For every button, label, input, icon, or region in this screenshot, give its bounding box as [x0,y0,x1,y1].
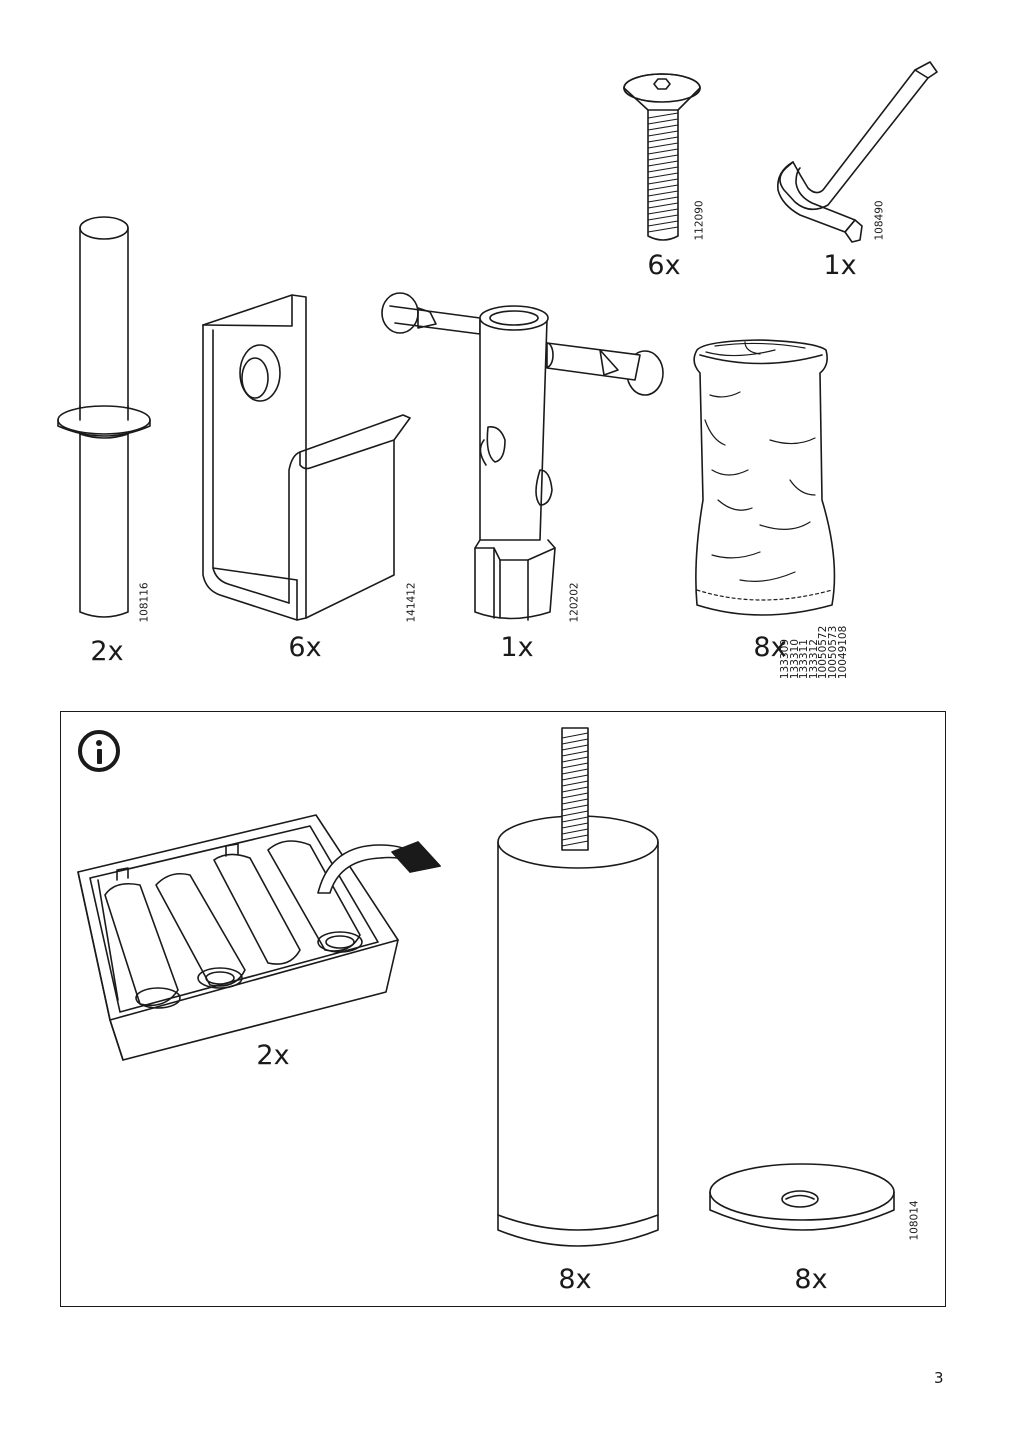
info-icon-bar [96,749,102,764]
leg-box-drawing [77,814,441,1061]
screw-drawing [623,73,701,241]
box-wrench-quantity: 1x [500,632,534,663]
leg-drawing [497,727,659,1247]
screw-quantity: 6x [647,250,681,281]
bracket-quantity: 6x [288,632,322,663]
dowel-drawing [57,216,151,618]
info-panel [60,711,946,1307]
article-number: 10049108 [836,625,849,680]
allen-key-quantity: 1x [823,250,857,281]
box-wrench-article-number: 120202 [568,582,581,623]
screw-article-number: 112090 [693,200,706,241]
allen-key-drawing [776,61,938,243]
bracket-drawing [202,294,411,621]
washer-drawing [709,1163,895,1231]
box-wrench-drawing [381,292,664,621]
fabric-sleeve-drawing [693,339,836,616]
washer-article-number: 108014 [908,1200,921,1241]
bracket-article-number: 141412 [405,582,418,623]
fabric-sleeve-quantity: 8x [753,632,787,663]
info-icon [78,730,120,772]
leg-box-quantity: 2x [256,1040,290,1071]
page-number: 3 [934,1369,944,1387]
leg-quantity: 8x [558,1264,592,1295]
dowel-quantity: 2x [90,636,124,667]
fabric-sleeve-article-numbers: 133309 133310 133311 133312 10050572 100… [779,625,849,680]
info-icon-dot [96,740,102,746]
washer-quantity: 8x [794,1264,828,1295]
dowel-article-number: 108116 [138,582,151,623]
allen-key-article-number: 108490 [873,200,886,241]
